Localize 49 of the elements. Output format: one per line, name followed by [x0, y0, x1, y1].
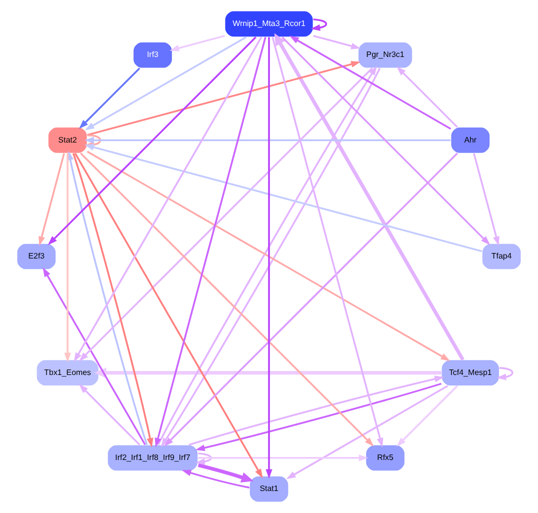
arrow	[164, 152, 458, 446]
arrow	[310, 18, 328, 31]
node-box: Stat2	[48, 126, 88, 154]
arrow	[64, 153, 71, 362]
arrow	[154, 36, 266, 448]
arrow	[286, 385, 448, 480]
node-box: Wrnip1_Mta3_Rcor1	[224, 10, 314, 38]
arrow	[182, 470, 250, 489]
arrow	[188, 376, 444, 446]
arrow	[272, 36, 384, 448]
arrow	[79, 68, 373, 362]
arrow	[198, 454, 368, 462]
arrow	[396, 385, 458, 447]
arrow	[48, 36, 256, 246]
arrow	[195, 382, 442, 452]
arrow	[84, 36, 247, 130]
node-box: E2f3	[16, 243, 56, 270]
arrow	[74, 152, 263, 478]
node-box: Irf2_Irf1_Irf8_Irf9_Irf7	[107, 444, 198, 472]
node-box: Pgr_Nr3c1	[358, 42, 413, 68]
arrow	[94, 367, 442, 378]
node-box: Irf3	[132, 42, 173, 68]
arrow	[195, 452, 212, 465]
arrow	[42, 267, 146, 446]
arrow	[38, 153, 65, 246]
arrow	[84, 144, 482, 252]
node-box: Tfap4	[482, 243, 522, 270]
arrow	[282, 36, 490, 246]
arrow	[473, 153, 500, 246]
node-box: Ahr	[450, 126, 490, 154]
arrow	[80, 152, 374, 446]
arrow	[266, 37, 272, 479]
arrow	[74, 36, 262, 362]
node-box: Rfx5	[365, 444, 406, 472]
node-box: Tbx1_Eomes	[36, 359, 100, 386]
arrow	[496, 367, 514, 380]
arrow	[87, 60, 361, 136]
node-box: Tcf4_Mesp1	[441, 359, 500, 386]
arrow	[313, 34, 361, 50]
arrow	[289, 36, 452, 130]
arrow	[274, 33, 464, 361]
node-box: Stat1	[249, 476, 289, 502]
arrow	[78, 68, 140, 129]
arrow	[84, 136, 451, 144]
arrow	[396, 66, 458, 128]
arrow	[86, 150, 450, 362]
arrow	[78, 384, 140, 446]
arrow	[170, 34, 225, 52]
arrow	[198, 463, 254, 482]
